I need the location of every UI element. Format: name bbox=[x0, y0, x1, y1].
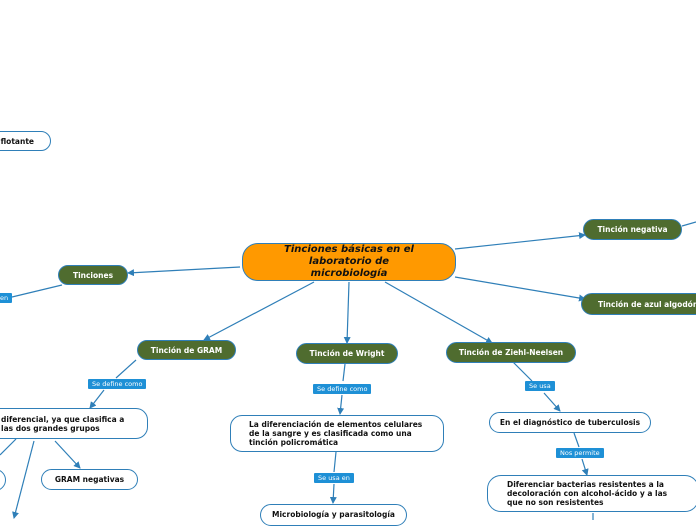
central-topic[interactable]: Tinciones básicas en el laboratorio de m… bbox=[242, 243, 456, 281]
connector-wrightdef-label bbox=[333, 451, 337, 473]
central-topic-title: Tinciones básicas en el laboratorio de m… bbox=[284, 244, 414, 279]
connector-negativa-offscreen bbox=[681, 221, 696, 227]
connector-central-gram bbox=[203, 281, 315, 341]
connector-gramdef-left1 bbox=[0, 438, 17, 456]
connector-wright-uso bbox=[329, 483, 337, 504]
node-gram-definition[interactable]: diferencial, ya que clasifica a las dos … bbox=[0, 408, 148, 439]
node-wright-uso-text: Microbiología y parasitología bbox=[272, 510, 395, 519]
label-ziehl-nos-permite: Nos permite bbox=[556, 448, 604, 458]
node-tincion-azul-text: Tinción de azul algodón c bbox=[598, 299, 696, 309]
connector-uso-label bbox=[573, 432, 580, 448]
node-gram-negativas[interactable]: GRAM negativas bbox=[41, 469, 138, 490]
connector-central-wright bbox=[343, 281, 351, 344]
label-wright-se-usa: Se usa en bbox=[314, 473, 354, 483]
connector-tinciones-en bbox=[11, 284, 63, 298]
connector-ziehl-uso bbox=[543, 392, 561, 412]
node-ziehl-diferenciar[interactable]: Diferenciar bacterias resistentes a la d… bbox=[487, 475, 696, 512]
node-ziehl[interactable]: Tinción de Ziehl-Neelsen bbox=[446, 342, 576, 363]
node-wright-uso[interactable]: Microbiología y parasitología bbox=[260, 504, 407, 526]
node-tincion-negativa[interactable]: Tinción negativa bbox=[583, 219, 682, 240]
node-wright-definition-text: La diferenciación de elementos celulares… bbox=[249, 420, 423, 447]
connector-central-azul bbox=[454, 276, 586, 302]
connector-central-ziehl bbox=[384, 281, 493, 344]
node-tincion-negativa-text: Tinción negativa bbox=[597, 225, 668, 234]
node-ziehl-uso-text: En el diagnóstico de tuberculosis bbox=[499, 418, 641, 427]
label-en: en bbox=[0, 293, 13, 303]
connector-gram-def bbox=[89, 389, 105, 409]
node-wright[interactable]: Tinción de Wright bbox=[296, 343, 398, 364]
connector-gramdef-negativas bbox=[54, 440, 81, 469]
node-flotante[interactable]: c flotante bbox=[0, 131, 51, 151]
connector-wright-label bbox=[342, 363, 346, 382]
node-gram-text: Tinción de GRAM bbox=[150, 345, 223, 355]
node-ziehl-uso[interactable]: En el diagnóstico de tuberculosis bbox=[489, 412, 651, 433]
node-tinciones[interactable]: Tinciones bbox=[58, 265, 128, 285]
node-flotante-text: c flotante bbox=[0, 136, 34, 146]
connector-wright-def bbox=[337, 394, 345, 415]
node-gram[interactable]: Tinción de GRAM bbox=[137, 340, 236, 360]
node-gram-definition-text: diferencial, ya que clasifica a las dos … bbox=[1, 414, 125, 433]
node-tinciones-text: Tinciones bbox=[72, 270, 114, 280]
label-wright-se-define: Se define como bbox=[313, 384, 372, 394]
node-ziehl-diferenciar-text: Diferenciar bacterias resistentes a la d… bbox=[507, 480, 668, 507]
connector-ziehl-diff bbox=[581, 458, 589, 476]
connector-gram-label bbox=[115, 359, 137, 379]
node-wright-text: Tinción de Wright bbox=[309, 349, 385, 358]
node-gram-negativas-text: GRAM negativas bbox=[54, 475, 125, 484]
label-ziehl-se-usa: Se usa bbox=[525, 381, 555, 391]
node-ziehl-text: Tinción de Ziehl-Neelsen bbox=[458, 348, 564, 357]
connector-central-negativa bbox=[454, 232, 586, 250]
node-wright-definition[interactable]: La diferenciación de elementos celulares… bbox=[230, 415, 444, 452]
node-tincion-azul[interactable]: Tinción de azul algodón c bbox=[581, 293, 696, 315]
connector-ziehl-label bbox=[512, 361, 533, 382]
label-gram-se-define: Se define como bbox=[88, 379, 147, 389]
connector-gramdef-left2 bbox=[12, 440, 35, 519]
connector-central-tinciones bbox=[127, 266, 241, 277]
